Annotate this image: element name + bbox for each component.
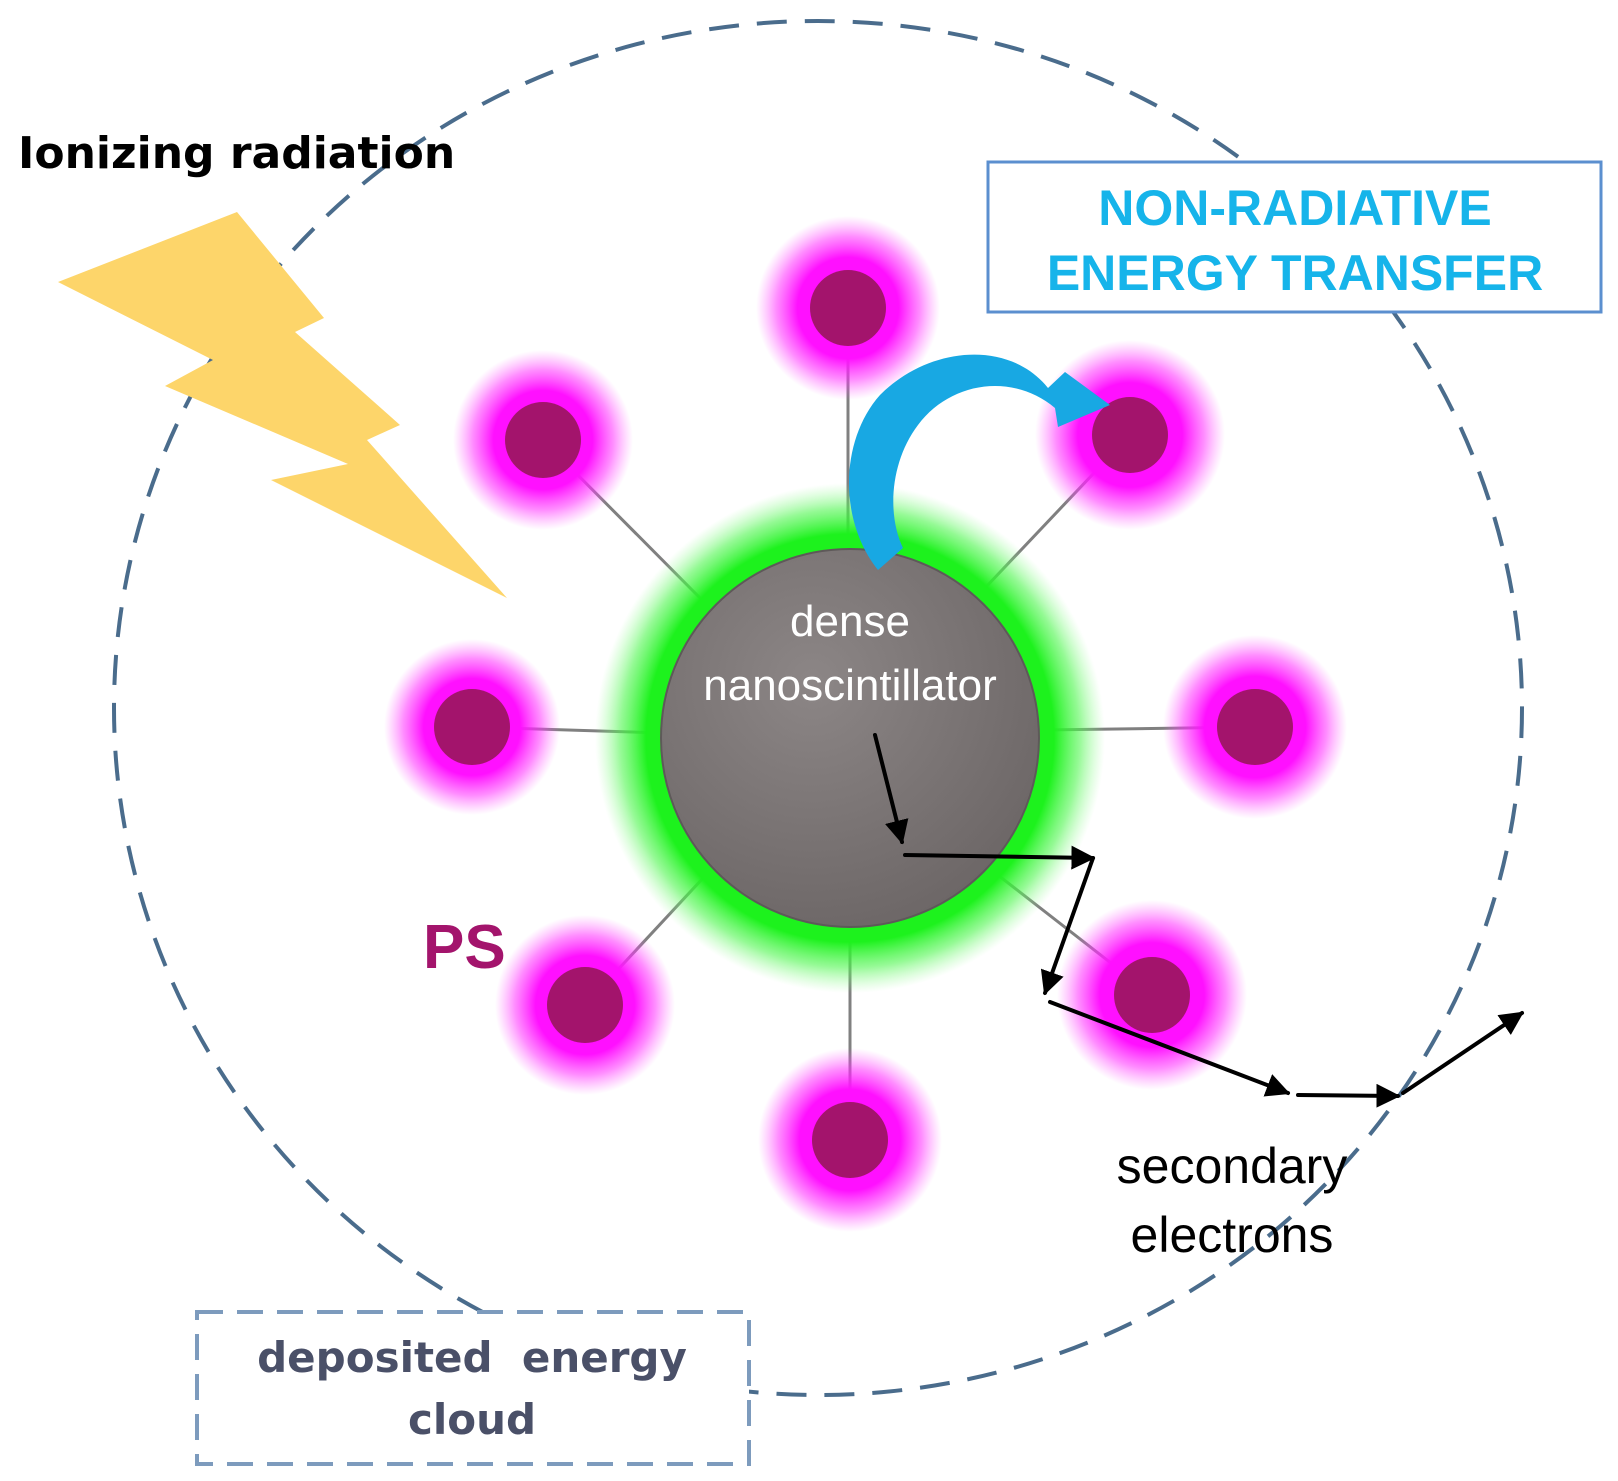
cloud-label-line2: cloud <box>408 1395 536 1444</box>
electron-segment-2 <box>903 845 1096 870</box>
electron-segment-3 <box>1040 856 1095 996</box>
electron-segment-4 <box>1048 1000 1291 1097</box>
secondary-label-line1: secondary <box>1117 1138 1348 1194</box>
core-label-line2: nanoscintillator <box>703 661 997 710</box>
ps-dot-top <box>810 270 886 346</box>
ps-dot-top-left <box>505 402 581 478</box>
secondary-label-line2: electrons <box>1131 1207 1334 1263</box>
curved-arrow-icon <box>848 354 1110 570</box>
nanoscintillator-core <box>660 548 1040 928</box>
ps-dots <box>434 270 1293 1178</box>
ps-dot-bottom-left <box>547 967 623 1043</box>
cloud-label-box <box>195 1310 751 1466</box>
lightning-bolt-icon <box>58 212 507 598</box>
ps-dot-top-right <box>1092 397 1168 473</box>
core-label-line1: dense <box>790 597 910 646</box>
ps-dot-bottom-right <box>1114 957 1190 1033</box>
transfer-box <box>986 160 1603 314</box>
electron-segment-1 <box>873 733 909 845</box>
electron-segment-5 <box>1296 1083 1401 1108</box>
energy-cloud-outline <box>112 19 1524 1397</box>
ps-label: PS <box>423 913 506 982</box>
ps-dot-left <box>434 689 510 765</box>
transfer-label-line2: ENERGY TRANSFER <box>1047 245 1543 301</box>
ps-dot-bottom <box>812 1102 888 1178</box>
transfer-label-line1: NON-RADIATIVE <box>1098 180 1492 236</box>
electron-segment-6 <box>1401 1011 1524 1095</box>
cloud-label-line1: deposited energy <box>257 1333 687 1382</box>
radiation-label: Ionizing radiation <box>18 128 455 179</box>
electron-track <box>873 733 1524 1108</box>
ps-dot-right <box>1217 689 1293 765</box>
